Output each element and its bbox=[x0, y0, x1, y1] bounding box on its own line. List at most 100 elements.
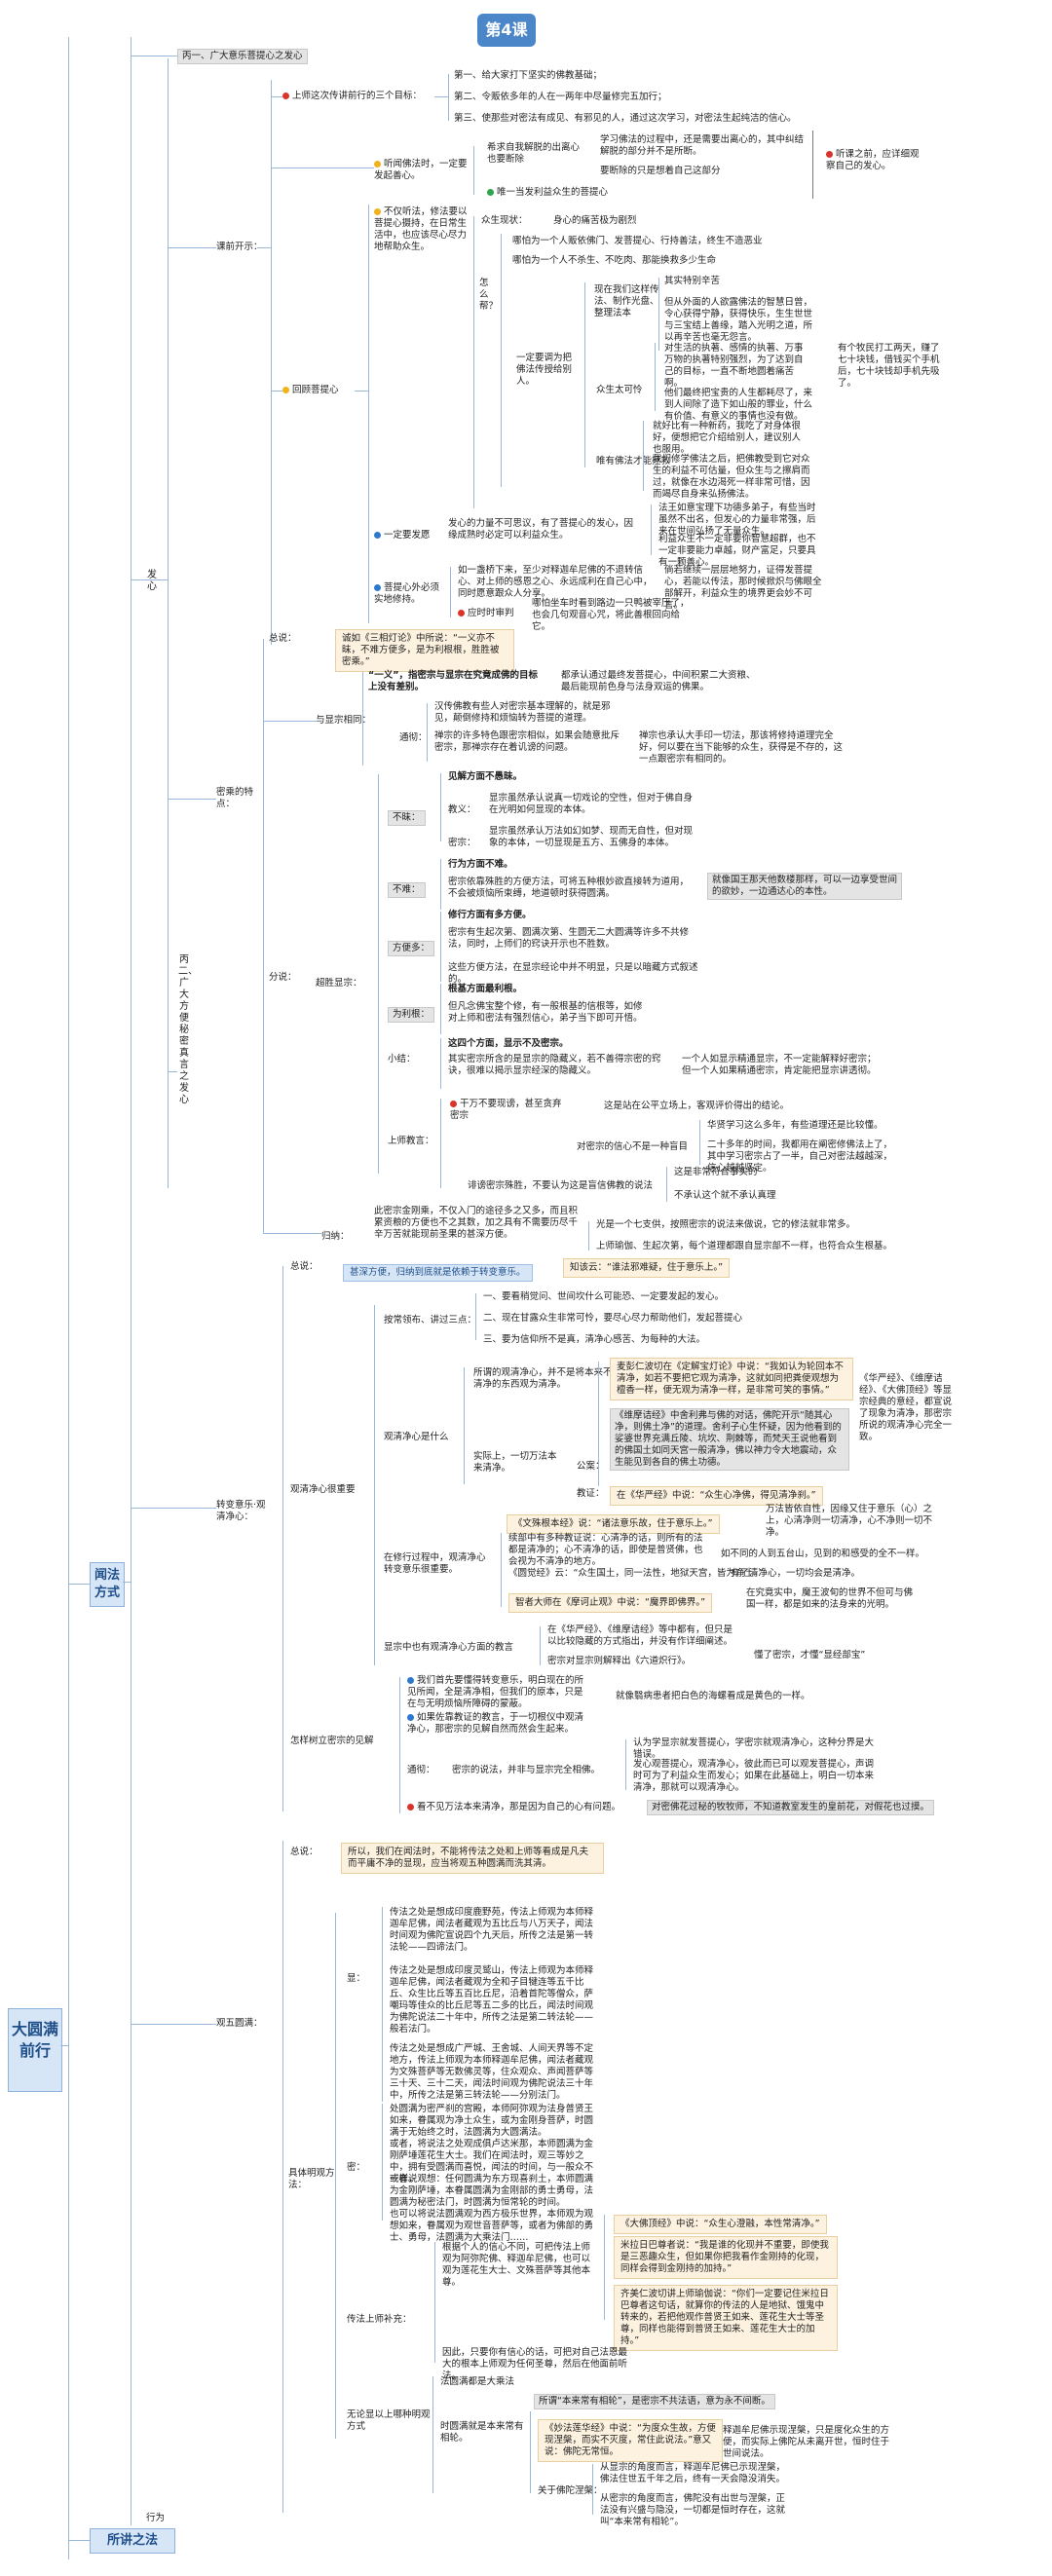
red-dot-icon bbox=[458, 610, 465, 616]
zy-1r: 就像翳病患者把白色的海螺看成是黄色的一样。 bbox=[616, 1691, 810, 1701]
cf-3: 齐美仁波切讲上师瑜伽说：“你们一定要记住米拉日巴尊者这句话，就算你的传法的人是地… bbox=[614, 2285, 838, 2351]
fz-2: 二、现在甘露众生非常可怜，要尽心尽力帮助他们，发起菩提心 bbox=[483, 1313, 743, 1324]
gy-2: 从密宗的角度而言，佛陀没有出世与涅槃，正法没有兴盛与隐没，一切都是恒时存在，这就… bbox=[600, 2493, 786, 2527]
red-dot-icon bbox=[282, 93, 289, 99]
ss-3b: 不承认这个就不承认真理 bbox=[674, 1190, 776, 1201]
lg-title: 根基方面最利根。 bbox=[448, 984, 523, 994]
ting-right: 听课之前，应详细观察自己的发心。 bbox=[826, 149, 920, 171]
node-kaishi: 课前开示： bbox=[216, 242, 263, 252]
gn-1: 此密宗金刚乘，不仅入门的途径多之又多，而且积累资粮的方便也不之其数，加之具有不需… bbox=[374, 1206, 579, 1240]
zy-2: 如果佐靠教证的教言，于一切根仪中观清净心，那密宗的见解自然而然会生起来。 bbox=[407, 1712, 584, 1735]
s2-fenshuo: 分说： bbox=[269, 972, 297, 983]
s2-ligen: 为利根： bbox=[388, 1007, 435, 1023]
gn-1a: 光是一个七支供，按照密宗的说法来做说，它的修法就非常多。 bbox=[596, 1219, 856, 1230]
s4-xian: 显： bbox=[347, 1973, 366, 1984]
section-taught-dharma: 所讲之法 bbox=[90, 2528, 175, 2554]
yx-1: 都承认通过最终发菩提心，中间积累二大资粮、最后能现前色身与法身双运的佛果。 bbox=[561, 670, 756, 692]
zsd-1: 对生活的执著、感情的执著、万事万物的执著特别强烈，为了达到自己的目标，一直不断地… bbox=[664, 343, 804, 389]
zsd-2: 他们最终把宝贵的人生都耗尽了，来到人间除了造下如山般的罪业，什么有价值、有意义的… bbox=[664, 388, 813, 422]
fb-1: 密宗有生起次第、圆满次第、生圆无二大圆满等许多不共修法，同时，上师们的窍诀开示也… bbox=[448, 927, 690, 950]
node-mijiao: 密乘的特点： bbox=[216, 787, 254, 809]
xj-title: 这四个方面，显示不及密宗。 bbox=[448, 1038, 569, 1049]
node-weiyou: 唯有佛法才能拯救 bbox=[596, 456, 671, 467]
zy-1: 我们首先要懂得转变意乐，明白现在的所见所闻，全是清净相，但我们的原本，只是在与无… bbox=[407, 1675, 584, 1709]
s2-jiaoyi: 教义： bbox=[448, 804, 476, 815]
ting-1: 希求自我解脱的出离心也要断除 bbox=[487, 142, 581, 165]
gx-1: 麦彭仁波切在《定解宝灯论》中说：“我如认为轮回本不清净，如若不要把它观为清净，这… bbox=[610, 1358, 853, 1400]
node-zhuan: 转变意乐·观清净心： bbox=[216, 1500, 266, 1522]
s2-zhengci: 密宗： bbox=[448, 838, 476, 848]
node-huigui: 回顾菩提心 bbox=[282, 385, 339, 396]
s3-suowei: 所谓的观清净心，并不是将本来不清净的东西观为清净。 bbox=[473, 1367, 613, 1390]
bn3-1: 续部中有多种教证说：心清净的话，则所有的法都是清净的；心不清净的话，即使是普贤佛… bbox=[508, 1533, 703, 1567]
gx-2: 《维摩诘经》中舍利弗与佛的对话，佛陀开示“随其心净，则佛土净”的道理。舍利子心生… bbox=[610, 1408, 849, 1471]
td3-3r: 对密佛花过秘的牧牧师，不知道教室发生的皇前花，对假花也过摸。 bbox=[647, 1800, 935, 1815]
behavior-label: 行为 bbox=[146, 2513, 166, 2523]
s2-fangbian: 方便多： bbox=[388, 941, 435, 956]
goal-1: 第一、给大家打下坚实的佛教基础； bbox=[454, 70, 603, 81]
green-dot-icon bbox=[487, 189, 494, 196]
node-zhongsheng: 众生现状： bbox=[481, 215, 528, 226]
zc-1: 显宗虽然承认万法如幻如梦、现而无自性，但对现象的本体，一切显现是五方、五佛身的本… bbox=[489, 826, 694, 848]
node-guan: 观五圆满： bbox=[216, 2018, 263, 2029]
ss-1: 干万不要现谤，甚至贪弃密宗 bbox=[450, 1099, 562, 1121]
ss-2: 对密宗的信心不是一种盲目 bbox=[577, 1141, 689, 1152]
yellow-dot-icon bbox=[374, 161, 381, 168]
s3-guanxin: 观清净心很重要 bbox=[290, 1484, 356, 1495]
ss-3: 诽谤密宗殊胜，不要认为这是盲信佛教的说法 bbox=[468, 1180, 654, 1191]
s2-yuxian: 与显宗相同： bbox=[316, 715, 372, 726]
ss-2a: 华贤学习这么多年，有些道理还是比较懂。 bbox=[707, 1120, 883, 1131]
s3-zsquote: 知该云：“谁法邪难疑，住于意乐上。” bbox=[563, 1258, 731, 1278]
s3-bian: 在修行过程中，观清净心转变意乐很重要。 bbox=[384, 1552, 486, 1575]
node-putixin: 菩提心外必须实地修持。 bbox=[374, 582, 440, 605]
cf-l: 根据个人的信心不同，可把传法上师观为阿弥陀佛、释迦牟尼佛，也可以观为莲花生大士、… bbox=[442, 2242, 591, 2288]
fy-2: 利益众生不一定非要你智慧超群，也不一定非要能力卓越，财产富足，只要具有一颗善心。 bbox=[658, 534, 816, 568]
s2-xiaojie: 小结： bbox=[388, 1054, 416, 1064]
s3-xianzong: 显宗中也有观清净心方面的教言 bbox=[384, 1642, 514, 1653]
cf-2: 米拉日巴尊者说：“我是谁的化现并不重要，即使我是三恶趣众生，但如果你把我看作金刚… bbox=[614, 2236, 838, 2279]
s4-shi: 时圆满就是本来常有相轮。 bbox=[440, 2421, 524, 2444]
s2-bumei: 不昧： bbox=[388, 810, 426, 826]
shi-1: 《妙法莲华经》中说：“为度众生故，方便现涅槃，而实不灭度，常住此说法。”意又说：… bbox=[538, 2419, 723, 2462]
fb-title: 修行方面有多方便。 bbox=[448, 910, 532, 920]
node-goals: 上师这次传讲前行的三个目标： bbox=[282, 91, 422, 102]
s3-xiaoshi: 教证： bbox=[577, 1488, 605, 1499]
s4-m3: 或者说观想：任何圆满为东方现喜刹土，本师圆满为金刚萨埵，本眷属圆满为金刚部的勇士… bbox=[390, 2174, 594, 2208]
s4-guanyu: 关于佛陀涅槃： bbox=[538, 2485, 603, 2496]
s4-x1: 传法之处是想成印度鹿野苑，传法上师观为本师释迦牟尼佛，闻法者藏观为五比丘与八万天… bbox=[390, 1907, 594, 1953]
td-1: 汉传佛教有些人对密宗基本理解的，就是邪见，颠倒修持和烦恼转为菩提的道理。 bbox=[434, 701, 611, 724]
label-faxin: 发心 bbox=[147, 570, 157, 592]
s4-m1: 处圆满为密严刹的宫殿，本师阿弥观为法身普贤王如来，眷属观为净土众生，或为金刚身菩… bbox=[390, 2104, 594, 2138]
s4-wulun: 无论显以上哪种明观方式 bbox=[347, 2409, 431, 2432]
xs-1: 《文殊根本经》说：“诸法意乐故，住于意乐上。” bbox=[507, 1514, 720, 1534]
root-node: 大圆满前行 bbox=[8, 2008, 62, 2092]
zf-2: 但从外面的人欲露佛法的智慧日曾，令心获得宁静，获得快乐，生生世世与三宝结上善缘，… bbox=[664, 297, 813, 343]
yellow-dot-icon bbox=[282, 387, 289, 393]
s2-guina: 归纳： bbox=[321, 1231, 350, 1242]
goal-2: 第二、令贩依多年的人在一两年中尽量修完五加行； bbox=[454, 92, 667, 102]
yy-1: 哪怕坐车时看到路边一只鸭被宰压了，也会几句观音心咒，将此善根回向给它。 bbox=[532, 598, 690, 632]
td3-l: 密宗的说法，并非与显宗完全相佛。 bbox=[452, 1765, 601, 1775]
wy-1: 就好比有一种新药，我吃了对身体很好，便想把它介绍给别人，建议别人也服用。 bbox=[653, 421, 802, 455]
pt-1r: 倘若继续一层层地努力，证得发菩提心，若能以传法，那时候掀炽与佛眼全部解开，利益众… bbox=[664, 565, 822, 611]
s4-zongshuo: 总说： bbox=[290, 1847, 319, 1857]
td-2: 禅宗的许多特色跟密宗相似，如果会随意批斥密宗，那禅宗存在着讥谤的问题。 bbox=[434, 730, 620, 753]
xz-2: 密宗对显宗则解释出《六道炽行》。 bbox=[547, 1656, 692, 1666]
fy-left: 发心的力量不可思议，有了菩提心的发心，因缘成熟时必定可以利益众生。 bbox=[448, 518, 634, 541]
page-title: 第4课 bbox=[477, 14, 536, 47]
shi-1r: 释迦牟尼佛示现涅槃，只是度化众生的方便，而实际上佛陀从未离开世，恒时住于世间说法… bbox=[723, 2425, 890, 2459]
s4-m4: 也可以将说法圆满观为西方极乐世界，本师观为观想如来，眷属观为观世音菩萨等，或者为… bbox=[390, 2209, 594, 2243]
s4-x2: 传法之处是想成印度灵鹫山，传法上师观为本师释迦牟尼佛，闻法者藏观为全和子目犍连等… bbox=[390, 1965, 594, 2035]
ting-1b: 要断除的只是想着自己这部分 bbox=[600, 166, 721, 176]
cf-4: 因此，只要你有信心的话，可把对自己法恩最大的根本上师观为任何圣尊，然后在他面前听… bbox=[442, 2347, 628, 2381]
bn3-2: 《圆觉经》云：“众生国土，同一法性，地狱天宫，皆为净土。” bbox=[508, 1568, 764, 1579]
pt-1: 如一盏桥下来，至少对释迦牟尼佛的不退转信心、对上师的感恩之心、永远成利在自己心中… bbox=[458, 565, 653, 599]
node-zhuanfa: 现在我们这样传法、制作光盘、整理法本 bbox=[594, 284, 659, 318]
td3-3: 看不见万法本来清净，那是因为自己的心有问题。 bbox=[407, 1802, 620, 1813]
td3-1: 认为学显宗就发菩提心，学密宗就观清净心，这种分界是大错误。 bbox=[633, 1737, 875, 1760]
section-listen-method: 闻法方式 bbox=[90, 1562, 125, 1607]
s3-tongda: 通彻： bbox=[407, 1765, 435, 1775]
bn-title: 行为方面不难。 bbox=[448, 859, 513, 870]
fb-2: 这些方便方法，在显宗经论中并不明显，只是以暗藏方式叙述的。 bbox=[448, 962, 698, 985]
